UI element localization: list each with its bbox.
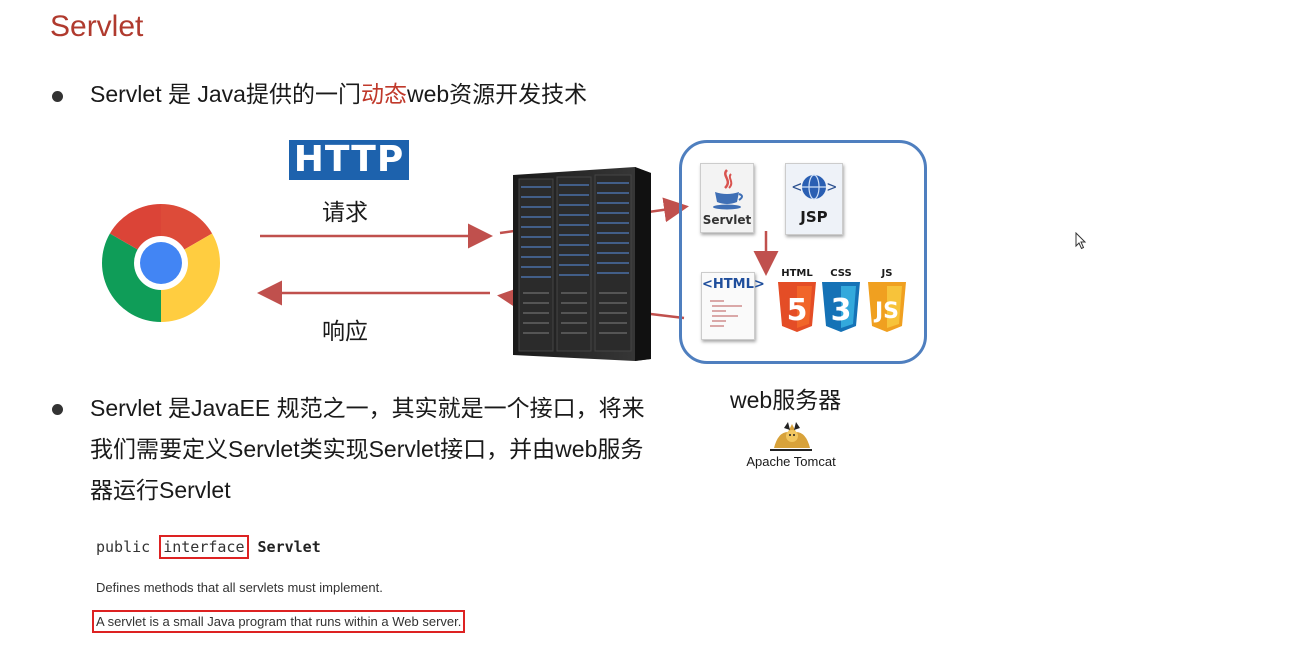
bullet-2-line-1: Servlet 是JavaEE 规范之一，其实就是一个接口，将来 <box>90 395 645 421</box>
chrome-browser-icon <box>101 204 221 322</box>
java-cup-icon <box>713 169 743 210</box>
javadoc-signature: public interface Servlet <box>96 535 321 559</box>
web-server-box <box>679 140 927 364</box>
http-logo: HTTP <box>289 140 409 180</box>
server-rack-image <box>513 167 651 361</box>
slide-title: Servlet <box>50 10 144 43</box>
html5-number: 5 <box>787 293 808 328</box>
javadoc-description: Defines methods that all servlets must i… <box>96 580 383 595</box>
svg-text:<: < <box>792 177 802 196</box>
tomcat-label: Apache Tomcat <box>746 454 836 469</box>
bullet-dot <box>52 404 63 415</box>
jsp-card: < > JSP <box>785 163 843 235</box>
web-server-label: web服务器 <box>730 387 842 413</box>
html-doc-label: <HTML> <box>702 277 765 292</box>
bullet-2-line-3: 器运行Servlet <box>90 477 231 503</box>
js-caption: JS <box>881 268 893 279</box>
type-name: Servlet <box>257 538 321 556</box>
bullet-2-text: Servlet 是JavaEE 规范之一，其实就是一个接口，将来 我们需要定义S… <box>90 388 710 511</box>
css3-number: 3 <box>831 293 852 328</box>
bullet-1-after: web资源开发技术 <box>406 81 588 107</box>
servlet-icon-label: Servlet <box>702 213 752 227</box>
html-code-lines <box>710 300 742 327</box>
bullet-1-before: Servlet 是 Java提供的一门 <box>90 81 361 107</box>
jsp-icon-label: JSP <box>800 208 828 226</box>
html-document-card: <HTML> <box>701 272 765 340</box>
html5-caption: HTML <box>781 268 813 279</box>
response-label: 响应 <box>322 318 368 344</box>
servlet-java-card: Servlet <box>700 163 754 233</box>
css3-shield-icon: 3 <box>822 282 860 332</box>
bullet-2-line-2: 我们需要定义Servlet类实现Servlet接口，并由web服务 <box>90 436 644 462</box>
js-number: JS <box>873 299 899 324</box>
tomcat-cat-icon <box>770 422 812 451</box>
bullet-dot <box>52 91 63 102</box>
keyword-public: public <box>96 538 151 556</box>
bullet-1-highlight: 动态 <box>360 81 407 107</box>
svg-text:>: > <box>827 177 837 196</box>
mouse-cursor-icon <box>1075 232 1087 250</box>
js-shield-icon: JS <box>868 282 906 332</box>
javadoc-highlighted-sentence: A servlet is a small Java program that r… <box>92 610 466 633</box>
css3-caption: CSS <box>830 268 852 279</box>
bullet-1-text: Servlet 是 Java提供的一门动态web资源开发技术 <box>90 74 587 115</box>
globe-icon: < > <box>792 174 837 200</box>
html5-shield-icon: 5 <box>778 282 816 332</box>
request-label: 请求 <box>322 199 368 225</box>
keyword-interface: interface <box>159 535 249 559</box>
